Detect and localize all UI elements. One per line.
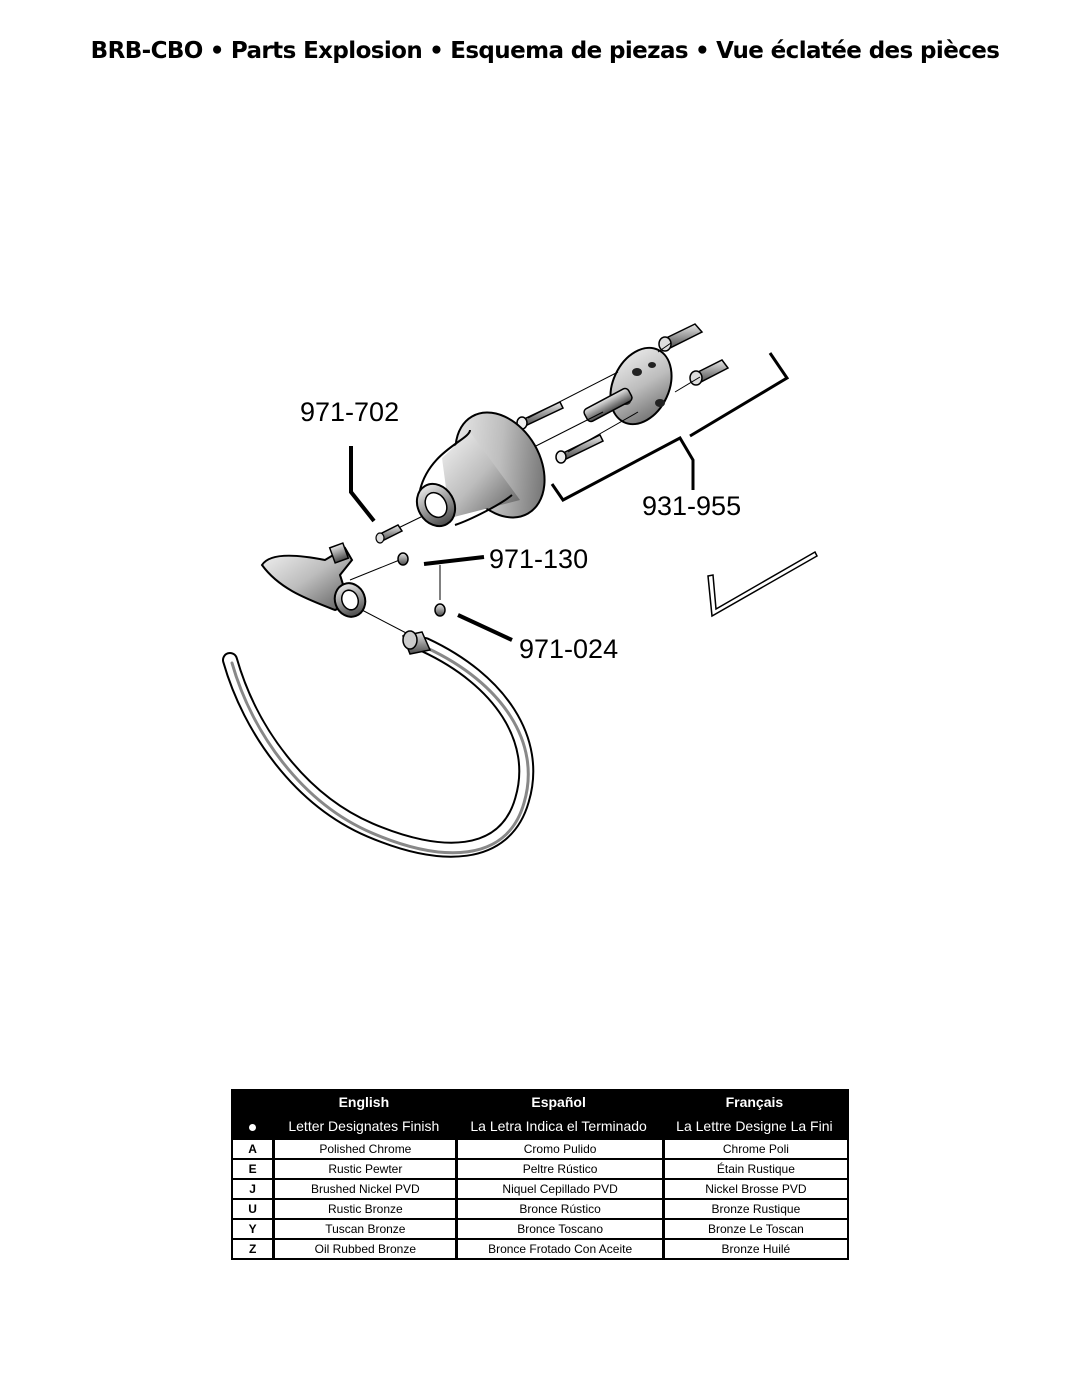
table-row: Y Tuscan Bronze Bronce Toscano Bronze Le… bbox=[233, 1218, 847, 1238]
finish-code: Z bbox=[233, 1238, 273, 1258]
finish-code: E bbox=[233, 1158, 273, 1178]
title-french: Vue éclatée des pièces bbox=[716, 38, 1000, 64]
title-separator: • bbox=[209, 38, 225, 64]
finish-english: Brushed Nickel PVD bbox=[272, 1178, 456, 1198]
set-screw-971-702 bbox=[375, 524, 404, 544]
leader-971-702 bbox=[349, 446, 376, 523]
callout-931-955: 931-955 bbox=[642, 491, 741, 521]
leader-lines bbox=[349, 352, 790, 642]
finish-espanol: Bronce Frotado Con Aceite bbox=[455, 1238, 662, 1258]
finish-francais: Bronze Rustique bbox=[661, 1198, 847, 1218]
mounting-plate bbox=[583, 346, 673, 426]
subheader-english: Letter Designates Finish bbox=[272, 1113, 456, 1138]
finish-code: Y bbox=[233, 1218, 273, 1238]
page-title: BRB-CBO•Parts Explosion•Esquema de pieza… bbox=[0, 38, 1082, 64]
subheader-francais: La Lettre Designe La Fini bbox=[661, 1113, 847, 1138]
callout-971-024: 971-024 bbox=[519, 634, 618, 664]
finish-francais: Chrome Poli bbox=[661, 1138, 847, 1158]
assembly-lines bbox=[349, 342, 701, 636]
parts-explosion-diagram: 971-702 931-955 971-130 971-024 bbox=[222, 323, 818, 858]
finish-english: Polished Chrome bbox=[272, 1138, 456, 1158]
finish-english: Rustic Pewter bbox=[272, 1158, 456, 1178]
set-screw-971-130 bbox=[397, 552, 409, 566]
wall-anchor bbox=[689, 359, 730, 386]
hex-key bbox=[707, 550, 818, 618]
finish-english: Oil Rubbed Bronze bbox=[272, 1238, 456, 1258]
finish-code: U bbox=[233, 1198, 273, 1218]
finish-espanol: Bronce Toscano bbox=[455, 1218, 662, 1238]
finish-francais: Bronze Huilé bbox=[661, 1238, 847, 1258]
header-francais: Français bbox=[661, 1091, 847, 1113]
header-english: English bbox=[272, 1091, 456, 1113]
escutcheon-body bbox=[415, 411, 546, 528]
finish-francais: Bronze Le Toscan bbox=[661, 1218, 847, 1238]
screw bbox=[555, 434, 605, 464]
finish-english: Rustic Bronze bbox=[272, 1198, 456, 1218]
callout-971-702: 971-702 bbox=[300, 397, 399, 427]
finish-code: A bbox=[233, 1138, 273, 1158]
finish-english: Tuscan Bronze bbox=[272, 1218, 456, 1238]
title-separator: • bbox=[694, 38, 710, 64]
title-spanish: Esquema de piezas bbox=[450, 38, 688, 64]
finish-francais: Nickel Brosse PVD bbox=[661, 1178, 847, 1198]
leader-971-130 bbox=[423, 555, 485, 566]
ring-holder-arm bbox=[260, 542, 367, 618]
bracket-931-955 bbox=[689, 352, 790, 438]
subheader-espanol: La Letra Indica el Terminado bbox=[455, 1113, 662, 1138]
towel-ring bbox=[222, 630, 535, 858]
leader-931-955 bbox=[550, 436, 695, 502]
screw bbox=[516, 401, 565, 430]
table-subheader-row: Letter Designates Finish La Letra Indica… bbox=[233, 1113, 847, 1138]
table-row: E Rustic Pewter Peltre Rústico Étain Rus… bbox=[233, 1158, 847, 1178]
set-screw-971-024 bbox=[434, 603, 446, 617]
table-row: A Polished Chrome Cromo Pulido Chrome Po… bbox=[233, 1138, 847, 1158]
title-separator: • bbox=[429, 38, 444, 64]
finish-espanol: Cromo Pulido bbox=[455, 1138, 662, 1158]
header-espanol: Español bbox=[455, 1091, 662, 1113]
bullet-icon bbox=[249, 1123, 257, 1131]
finish-code: J bbox=[233, 1178, 273, 1198]
table-row: J Brushed Nickel PVD Niquel Cepillado PV… bbox=[233, 1178, 847, 1198]
callout-971-130: 971-130 bbox=[489, 544, 588, 574]
bullet-cell bbox=[233, 1113, 273, 1138]
leader-971-024 bbox=[457, 613, 513, 642]
table-row: U Rustic Bronze Bronce Rústico Bronze Ru… bbox=[233, 1198, 847, 1218]
finish-table: English Español Français Letter Designat… bbox=[231, 1089, 849, 1260]
table-header-row: English Español Français bbox=[233, 1091, 847, 1113]
finish-espanol: Niquel Cepillado PVD bbox=[455, 1178, 662, 1198]
model-number: BRB-CBO bbox=[90, 38, 204, 64]
table-row: Z Oil Rubbed Bronze Bronce Frotado Con A… bbox=[233, 1238, 847, 1258]
header-blank bbox=[233, 1091, 273, 1113]
finish-francais: Étain Rustique bbox=[661, 1158, 847, 1178]
finish-espanol: Bronce Rústico bbox=[455, 1198, 662, 1218]
title-english: Parts Explosion bbox=[230, 38, 423, 64]
finish-espanol: Peltre Rústico bbox=[455, 1158, 662, 1178]
